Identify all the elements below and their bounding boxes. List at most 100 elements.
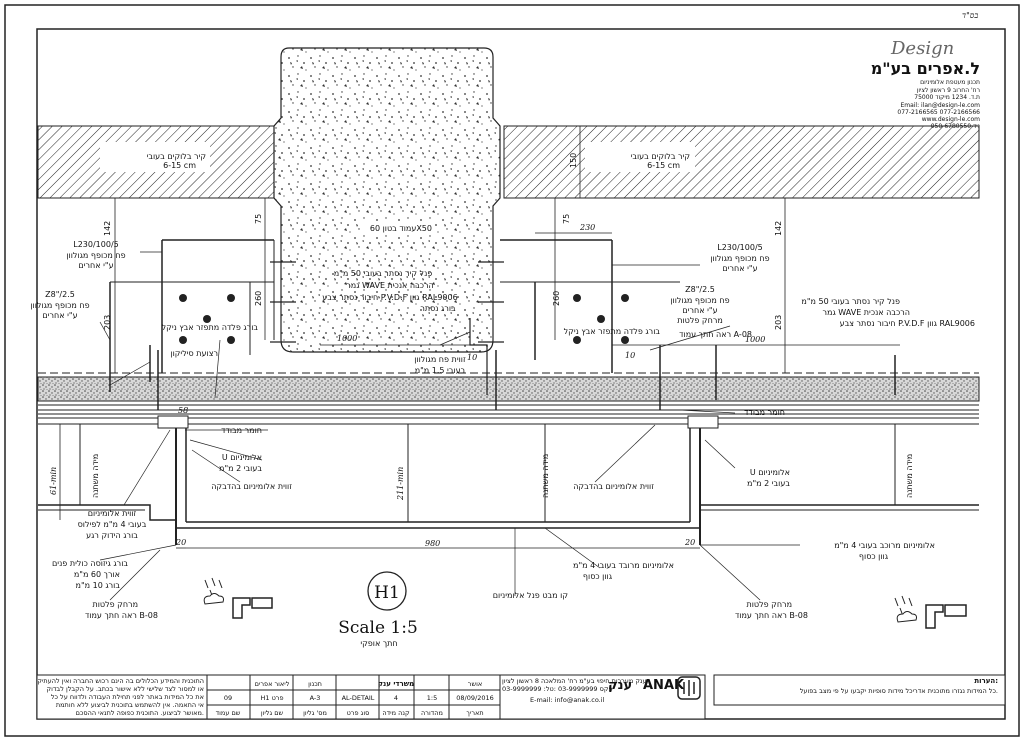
anak-logo-icon <box>677 676 701 700</box>
angle-left-label: זווית אלומיניום בהדבקה <box>211 482 292 491</box>
wall-panel-insulation <box>37 376 980 402</box>
wall-left-thickness: 6-15 cm <box>163 161 196 170</box>
dim-1000-center: 1000 <box>337 334 357 343</box>
wall-left-label: קיר בלוקים בעובי <box>147 152 207 161</box>
vert-right-label: מידה משתנה <box>905 454 914 498</box>
exterior-symbol-right <box>894 595 967 629</box>
l-profile-left-by: ע"י אחרים <box>78 261 113 270</box>
company-address: רח' החרוב 9 ראשון לציון <box>917 87 980 94</box>
tb-header-2: תכנון <box>308 680 322 688</box>
dimension-lines <box>59 126 900 549</box>
separator-right-label: חומר מבודד <box>744 408 785 417</box>
separator-left-label: חומר מבודד <box>221 426 262 435</box>
panel-center-color: חיבור נסתר צבע P.V.D.F גוון RAL9006 <box>322 293 457 302</box>
exterior-symbol-left <box>203 577 273 619</box>
alum-center-label: אלומיניום מרובד בעובי 4 מ"מ <box>573 561 674 570</box>
page-code: בס"ד <box>962 11 978 20</box>
leader-lines <box>99 251 800 601</box>
tb-val-scale: 1:5 <box>427 694 437 702</box>
dim-10-center: 10 <box>467 353 477 362</box>
bolt-left-label: בורג פלדה מתפזר אבץ ניקל <box>162 323 259 332</box>
scale-label: Scale 1:5 <box>338 618 418 638</box>
wall-right-label: קיר בלוקים בעובי <box>631 152 691 161</box>
column-label: עמוד בטון 60X50 <box>370 224 432 233</box>
tb-header-4: אושר <box>468 680 482 688</box>
tb-col-scale: קנה מידה <box>382 709 410 717</box>
tb-col-rev: מהדורה <box>421 709 443 717</box>
tb-val-type: AL-DETAIL <box>342 694 375 702</box>
company-website: www.design-le.com <box>922 116 980 123</box>
dim-211: 211-min <box>396 467 405 501</box>
concrete-column <box>273 47 501 353</box>
dim-142-left: 142 <box>103 221 112 236</box>
dim-20-right: 20 <box>684 538 695 547</box>
angle-galv-label: זווית פח מגולוון <box>414 355 466 364</box>
plates-right-ref: ראה חתך עמוד B-08 <box>735 611 808 620</box>
notes-text: כל המידות נגזרו מתוכנית אדריכל מידות סופ… <box>800 687 998 695</box>
silicon-label: רצועת סיליקון <box>170 349 218 358</box>
tb-col-sheet: שם גליון <box>261 709 284 717</box>
company-logo-word: Design <box>890 38 954 59</box>
dim-61-min: 61-min <box>49 467 58 495</box>
anak-address: ענק מערכות חיפוי בע"מ רח' המלאכה 8 ראשון… <box>502 677 647 685</box>
anchor-bolts-right <box>573 294 629 344</box>
z-profile-right-plates: מרחק פלטות <box>677 316 723 325</box>
l-profile-right-by: ע"י אחרים <box>722 264 757 273</box>
tb-val-sheet-no: A-3 <box>310 694 321 702</box>
panel-center-label: פנל קיר נסתר בעובי 50 מ"מ <box>334 269 433 278</box>
dim-142-right: 142 <box>774 221 783 236</box>
dim-260-right: 260 <box>552 291 561 306</box>
tb-val-date: 08/09/2016 <box>456 694 493 702</box>
company-email: Email: ilan@design-le.com <box>900 102 980 109</box>
dim-75-right: 75 <box>562 214 571 224</box>
l-profile-right-desc: פח מכופף מגולוון <box>710 254 769 263</box>
u-left-label: U אלומיניום <box>222 453 262 462</box>
dim-58: 58 <box>178 406 188 415</box>
alum-right-label: אלומיניום מרוכב בעובי 4 מ"מ <box>834 541 935 550</box>
z-profile-right: Z8"/2.5 <box>685 285 715 294</box>
anchor-bolts-left <box>179 294 235 344</box>
company-name: ל.אפרים בע"מ <box>871 59 980 78</box>
dim-980: 980 <box>425 539 440 548</box>
company-pobox: ת.ד. 1234 מיקוד 75000 <box>914 94 980 101</box>
tb-col-sheet-no: מס' גליון <box>303 709 327 717</box>
gypsum-screw: בורג 10 מ"מ <box>76 581 121 590</box>
anak-hebrew: ענק <box>608 678 632 693</box>
disclaimer-line-3: את כל המידות באתר לפני תחילת העבודה ולדו… <box>51 693 204 701</box>
l-profile-left: L230/100/5 <box>73 240 118 249</box>
tb-val-page: 09 <box>224 694 232 702</box>
panel-screws <box>149 345 896 410</box>
plates-left-ref: ראה חתך עמוד B-08 <box>85 611 158 620</box>
z-profile-right-desc: פח מכופף מגולוון <box>670 296 729 305</box>
dim-75-left: 75 <box>254 214 263 224</box>
anak-email: E-mail: info@anak.co.il <box>530 696 605 704</box>
disclaimer-line-5: מאושר לביצוע. התוכנית כפופה לתנאי ההסכם. <box>76 709 204 717</box>
panel-right-finish: גמר WAVE הרכבה אנכית <box>823 308 911 317</box>
dim-260-left: 260 <box>254 291 263 306</box>
panel-line-label: קו מבט פנל אלומיניום <box>493 591 569 600</box>
alum-right-color: גוון כסוף <box>859 552 889 561</box>
tb-header-3: משרדי ענק <box>378 680 414 688</box>
l-profile-right: L230/100/5 <box>717 243 762 252</box>
tb-val-sheet: H1 פרט <box>260 694 283 702</box>
tb-col-page: שם עמוד <box>216 709 241 717</box>
tb-val-rev: 4 <box>394 694 398 702</box>
company-subtitle: תכנון מעטפת אלומיניום <box>920 79 980 86</box>
zavit-screw: בורג הידוק רגע <box>86 531 138 540</box>
wall-right-thickness: 6-15 cm <box>647 161 680 170</box>
angle-galv-thickness: בעובי 1.5 מ"מ <box>415 366 466 375</box>
disclaimer-line-2: או למסור לצד שלישי ללא אישור בכתב. על הק… <box>47 685 205 693</box>
z-profile-left-desc: פח מכופף מגולוון <box>30 301 89 310</box>
notes-title: הערות: <box>974 677 998 685</box>
cladding-channel <box>38 415 979 545</box>
disclaimer-line-4: אי התאמה. אין להשתמש בתוכנית לביצוע ללא … <box>56 701 204 709</box>
u-left-thickness: בעובי 2 מ"מ <box>219 464 262 473</box>
zavit-thickness: בעובי 4 מ"מ לפילוס <box>78 520 147 529</box>
vert-center-label: מידה משתנה <box>541 454 550 498</box>
disclaimer-line-1: התוכנית והמידע הכלולים בה הינם רכוש החבר… <box>37 677 204 685</box>
plates-left-label: מרחק פלטות <box>92 600 138 609</box>
anak-name: ANAK <box>643 678 685 693</box>
panel-center-finish: גמר WAVE הרכבה אנכית <box>346 281 434 290</box>
z-profile-left-by: ע"י אחרים <box>42 311 77 320</box>
